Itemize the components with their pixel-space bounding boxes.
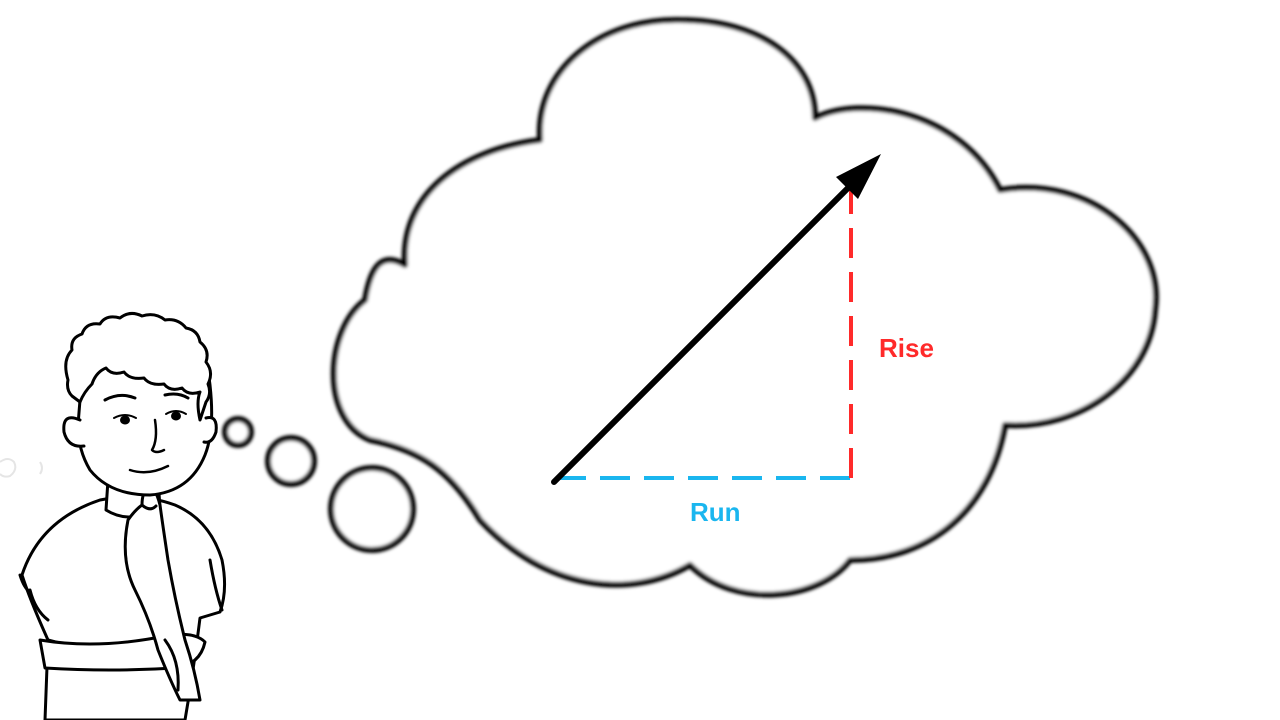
diagonal-arrow-icon [551,154,881,485]
edge-mark [0,458,43,478]
thought-bubble-small [222,416,254,448]
rise-label: Rise [879,333,934,363]
run-label: Run [690,497,741,527]
thought-cloud [330,16,1159,598]
thought-bubble-medium [265,435,317,487]
thought-bubble-large [328,465,416,553]
thought-bubbles [222,416,416,553]
thinking-person-icon [18,311,227,720]
